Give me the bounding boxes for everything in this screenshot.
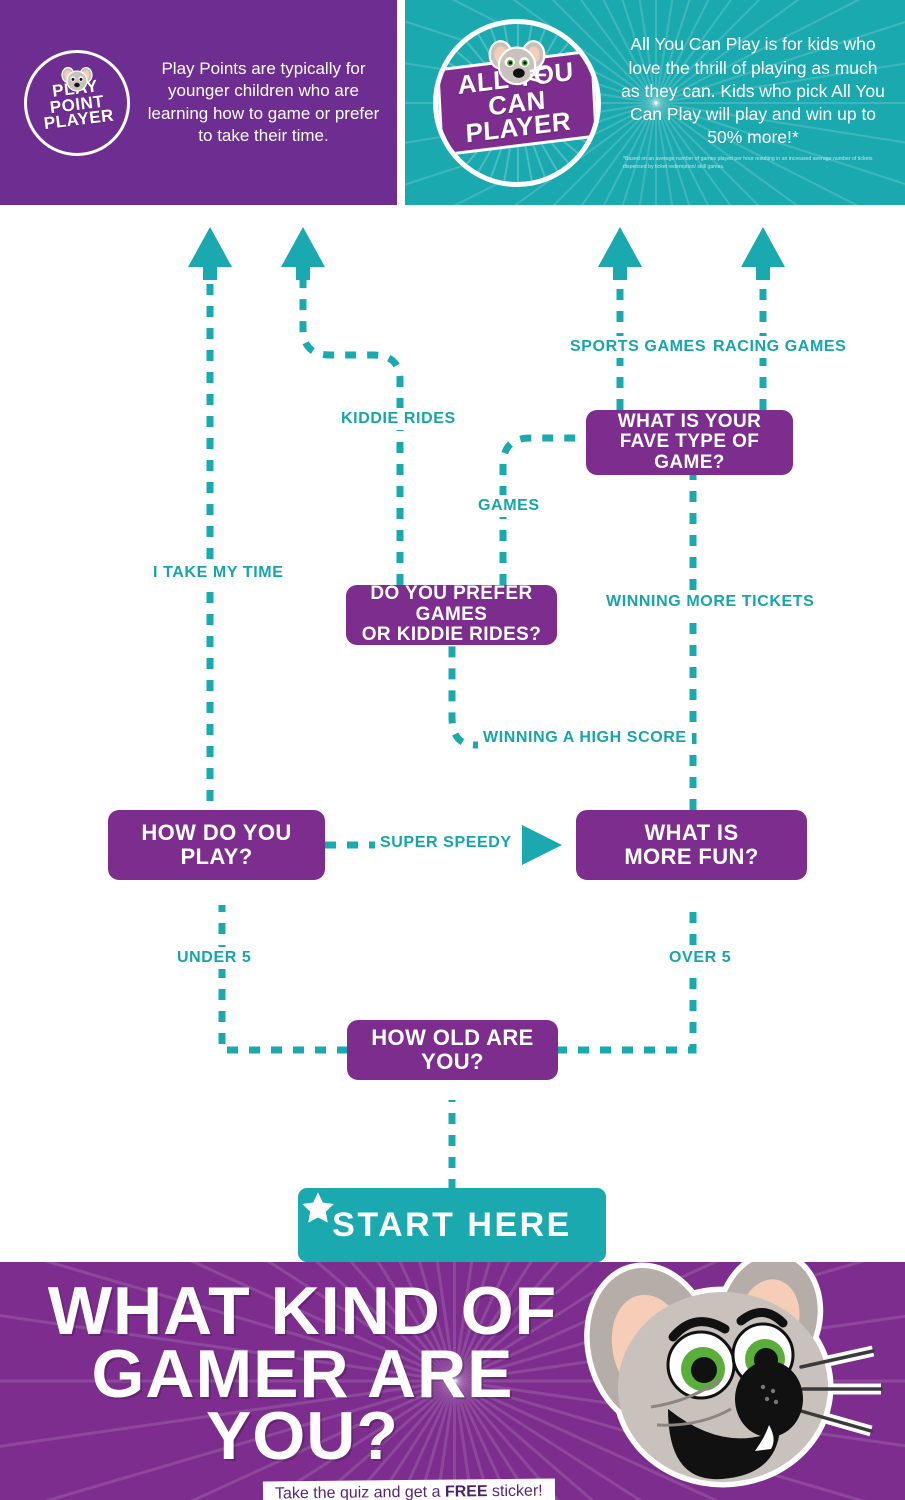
edge-label-kiddie-rides: KIDDIE RIDES [336, 408, 461, 430]
mouse-head-icon [61, 66, 93, 92]
node-label: HOW DO YOU PLAY? [141, 820, 292, 869]
footer-banner: WHAT KIND OF GAMER ARE YOU? Take the qui… [0, 1262, 905, 1500]
edge-label-over-5: OVER 5 [664, 947, 737, 969]
footer-title-line1: WHAT KIND OF [47, 1273, 558, 1349]
edge-label-games: GAMES [473, 495, 545, 517]
edge-label-sports-games: SPORTS GAMES [565, 336, 712, 358]
edge-label-i-take-my-time: I TAKE MY TIME [148, 562, 289, 584]
footer-subtitle-post: sticker! [487, 1482, 544, 1500]
edge-label-high-score: WINNING A HIGH SCORE [478, 727, 692, 749]
edge-under5 [218, 905, 348, 1054]
arrowhead-super-speedy [522, 825, 562, 865]
flowchart: .dash { stroke:#1BA9B0; stroke-width:7; … [0, 205, 905, 1262]
all-you-can-play-description: All You Can Play is for kids who love th… [621, 34, 885, 147]
arrowheads [188, 227, 785, 280]
all-you-can-play-footnote: *Based on an average number of games pla… [623, 155, 873, 170]
edge-games [499, 434, 585, 585]
start-here-button[interactable]: START HERE [298, 1188, 606, 1262]
edge-winning-high-score [448, 645, 660, 749]
footer-subtitle-pre: Take the quiz and get a [275, 1483, 446, 1500]
mouse-head-icon [488, 39, 547, 85]
node-how-do-you-play[interactable]: HOW DO YOU PLAY? [108, 810, 325, 880]
node-label: HOW OLD ARE YOU? [371, 1025, 534, 1074]
footer-title-line2: GAMER ARE YOU? [91, 1335, 514, 1475]
star-icon [302, 1192, 334, 1223]
edge-over5 [556, 905, 697, 1054]
edge-label-super-speedy: SUPER SPEEDY [375, 832, 517, 854]
play-point-description: Play Points are typically for younger ch… [147, 58, 380, 145]
edge-label-under-5: UNDER 5 [172, 947, 257, 969]
edge-label-more-tickets: WINNING MORE TICKETS [601, 591, 820, 613]
mouse-mascot-icon [584, 1262, 883, 1488]
edge-kiddie-rides [299, 265, 404, 585]
start-here-label: START HERE [332, 1205, 572, 1244]
node-how-old-are-you[interactable]: HOW OLD ARE YOU? [347, 1020, 558, 1080]
header-divider [397, 0, 405, 205]
footer-subtitle-free: FREE [445, 1482, 488, 1500]
edge-label-racing-games: RACING GAMES [708, 336, 852, 358]
footer-subtitle: Take the quiz and get a FREE sticker! [263, 1478, 556, 1500]
flowchart-connectors: .dash { stroke:#1BA9B0; stroke-width:7; … [188, 227, 785, 1190]
